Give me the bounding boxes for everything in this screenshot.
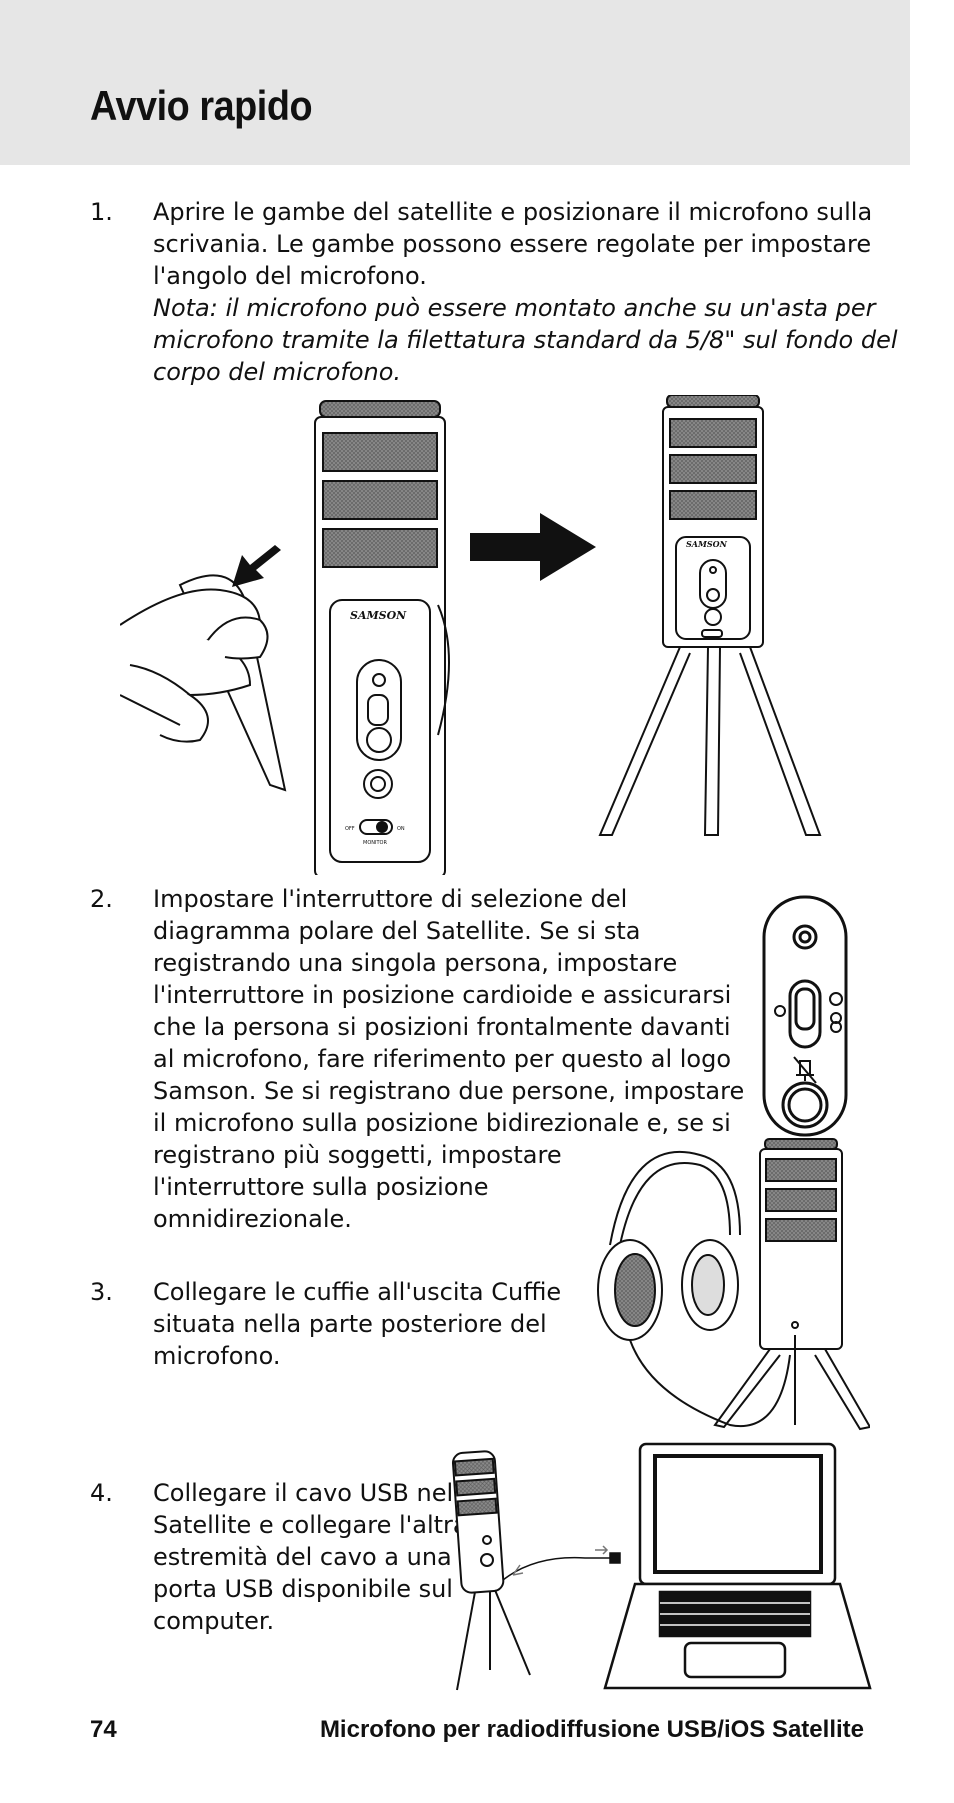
- step-1-line: scrivania. Le gambe possono essere regol…: [153, 230, 872, 258]
- header-band: [0, 0, 910, 165]
- page-number: 74: [90, 1716, 117, 1743]
- press-arrow-icon: [232, 545, 281, 587]
- figure-mic-legs-opening: SAMSON OFF ON MONITOR SAMSON: [120, 395, 822, 875]
- mic-brand-label: SAMSON: [350, 609, 407, 622]
- step-4-line: estremità del cavo a una: [153, 1543, 452, 1571]
- mic-rear-illustration: [713, 1138, 870, 1431]
- step-2-line: l'interruttore in posizione cardioide e …: [153, 981, 732, 1009]
- step-1-note-line: Nota: il microfono può essere montato an…: [153, 294, 876, 322]
- step-1-line: Aprire le gambe del satellite e posizion…: [153, 198, 873, 226]
- step-2-line: che la persona si posizioni frontalmente…: [153, 1013, 731, 1041]
- step-2-line: al microfono, fare riferimento per quest…: [153, 1045, 732, 1073]
- step-2-line: l'interruttore sulla posizione: [153, 1173, 489, 1201]
- step-2-line: registrano più soggetti, impostare: [153, 1141, 562, 1169]
- switch-on-label: ON: [397, 826, 405, 832]
- trackpad: [683, 1641, 787, 1679]
- figure-headphones-mic: [597, 1138, 870, 1431]
- step-3-text: Collegare le cuffie all'uscita Cuffie si…: [153, 1276, 561, 1372]
- step-3-number: 3.: [90, 1278, 113, 1306]
- step-2-line: Samson. Se si registrano due persone, im…: [153, 1077, 745, 1105]
- step-2-line: registrando una singola persona, imposta…: [153, 949, 678, 977]
- step-4-line: porta USB disponibile sul: [153, 1575, 453, 1603]
- mic-large-illustration: [314, 400, 450, 875]
- page-title: Avvio rapido: [90, 82, 313, 129]
- step-2-line: il microfono sulla posizione bidireziona…: [153, 1109, 731, 1137]
- step-4-line: Collegare il cavo USB nel: [153, 1479, 454, 1507]
- step-1-line: l'angolo del microfono.: [153, 262, 427, 290]
- usb-cable: [502, 1545, 621, 1581]
- mic-brand-label-small: SAMSON: [686, 539, 728, 549]
- footer-title: Microfono per radiodiffusione USB/iOS Sa…: [319, 1716, 864, 1743]
- step-4-text: Collegare il cavo USB nel Satellite e co…: [153, 1477, 468, 1637]
- step-1-note-line: corpo del microfono.: [153, 358, 402, 386]
- step-1-number: 1.: [90, 198, 113, 226]
- figure-usb-laptop: [451, 1442, 872, 1691]
- step-4-number: 4.: [90, 1479, 113, 1507]
- step-1-note-line: microfono tramite la filettatura standar…: [153, 326, 898, 354]
- step-1-text: Aprire le gambe del satellite e posizion…: [153, 196, 898, 388]
- step-2-number: 2.: [90, 885, 113, 913]
- mic-tripod-illustration: [598, 395, 822, 836]
- step-3-line: microfono.: [153, 1342, 281, 1370]
- figure-polar-switch: [762, 895, 848, 1137]
- step-4-line: Satellite e collegare l'altra: [153, 1511, 468, 1539]
- switch-monitor-label: MONITOR: [363, 840, 387, 846]
- switch-off-label: OFF: [345, 826, 355, 832]
- step-4-line: computer.: [153, 1607, 275, 1635]
- step-2-line: omnidirezionale.: [153, 1205, 352, 1233]
- right-arrow-icon: [470, 513, 596, 581]
- step-2-line: diagramma polare del Satellite. Se si st…: [153, 917, 641, 945]
- laptop-illustration: [603, 1442, 872, 1690]
- step-3-line: Collegare le cuffie all'uscita Cuffie: [153, 1278, 562, 1306]
- step-3-line: situata nella parte posteriore del: [153, 1310, 547, 1338]
- headphones-illustration: [597, 1150, 791, 1428]
- hand-illustration: [120, 574, 287, 792]
- step-2-text: Impostare l'interruttore di selezione de…: [153, 883, 744, 1235]
- step-2-line: Impostare l'interruttore di selezione de…: [153, 885, 628, 913]
- mic-small-illustration: [451, 1450, 531, 1691]
